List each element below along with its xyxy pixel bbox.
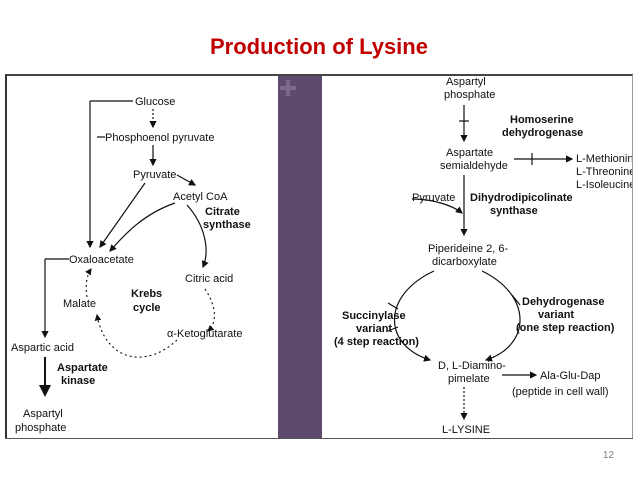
succinylase-label-1: Succinylase <box>342 310 406 322</box>
dhdps-label-1: Dihydrodipicolinate <box>470 192 573 204</box>
aspartyl-phosphate-label-2: phosphate <box>15 422 66 434</box>
left-rule <box>5 75 7 438</box>
pyruvate-label: Pyruvate <box>133 169 176 181</box>
succinylase-label-3: (4 step reaction) <box>334 336 419 348</box>
citrate-synthase-label-2: synthase <box>203 219 251 231</box>
glucose-label: Glucose <box>135 96 175 108</box>
citric-acid-label: Citric acid <box>185 273 233 285</box>
dap-label-2: pimelate <box>448 373 490 385</box>
left-pathway-diagram: Glucose Phosphoenol pyruvate Pyruvate Ac… <box>11 96 251 434</box>
ketoglutarate-label: α-Ketoglutarate <box>167 328 242 340</box>
aspartyl-label-1: Aspartyl <box>446 76 486 88</box>
pyruvate-right-label: Pyruvate <box>412 192 455 204</box>
dap-label-1: D, L-Diamino- <box>438 360 506 372</box>
pep-label: Phosphoenol pyruvate <box>105 132 214 144</box>
top-rule <box>5 74 633 76</box>
ala-glu-dap-label: Ala-Glu-Dap <box>540 370 601 382</box>
oxaloacetate-label: Oxaloacetate <box>69 254 134 266</box>
bottom-rule <box>5 438 633 439</box>
homoserine-label-1: Homoserine <box>510 114 574 126</box>
methionine-label: L-Methionine <box>576 153 632 165</box>
aspartyl-label-2: phosphate <box>444 89 495 101</box>
right-pathway-diagram: Aspartyl phosphate Homoserine dehydrogen… <box>334 76 632 436</box>
plus-icon <box>280 80 296 96</box>
asa-label-1: Aspartate <box>446 147 493 159</box>
purple-band <box>278 75 322 438</box>
citrate-synthase-label-1: Citrate <box>205 206 240 218</box>
lysine-label: L-LYSINE <box>442 424 490 436</box>
aspartic-acid-label: Aspartic acid <box>11 342 74 354</box>
succinylase-label-2: variant <box>356 323 392 335</box>
homoserine-label-2: dehydrogenase <box>502 127 583 139</box>
page-number: 12 <box>602 450 614 461</box>
malate-label: Malate <box>63 298 96 310</box>
asa-label-2: semialdehyde <box>440 160 508 172</box>
isoleucine-label: L-Isoleucine <box>576 179 632 191</box>
aspartate-kinase-label-2: kinase <box>61 375 95 387</box>
right-rule <box>632 75 633 438</box>
aspartate-kinase-label-1: Aspartate <box>57 362 108 374</box>
piperideine-label-2: dicarboxylate <box>432 256 497 268</box>
acetyl-coa-label: Acetyl CoA <box>173 191 228 203</box>
piperideine-label-1: Piperideine 2, 6- <box>428 243 508 255</box>
krebs-label-1: Krebs <box>131 288 162 300</box>
dehydrogenase-label-3: (one step reaction) <box>516 322 615 334</box>
dehydrogenase-label-2: variant <box>538 309 574 321</box>
slide-title: Production of Lysine <box>210 34 428 59</box>
dhdps-label-2: synthase <box>490 205 538 217</box>
aspartyl-phosphate-label-1: Aspartyl <box>23 408 63 420</box>
krebs-label-2: cycle <box>133 302 161 314</box>
peptide-label: (peptide in cell wall) <box>512 386 609 398</box>
dehydrogenase-label-1: Dehydrogenase <box>522 296 605 308</box>
threonine-label: L-Threonine <box>576 166 632 178</box>
